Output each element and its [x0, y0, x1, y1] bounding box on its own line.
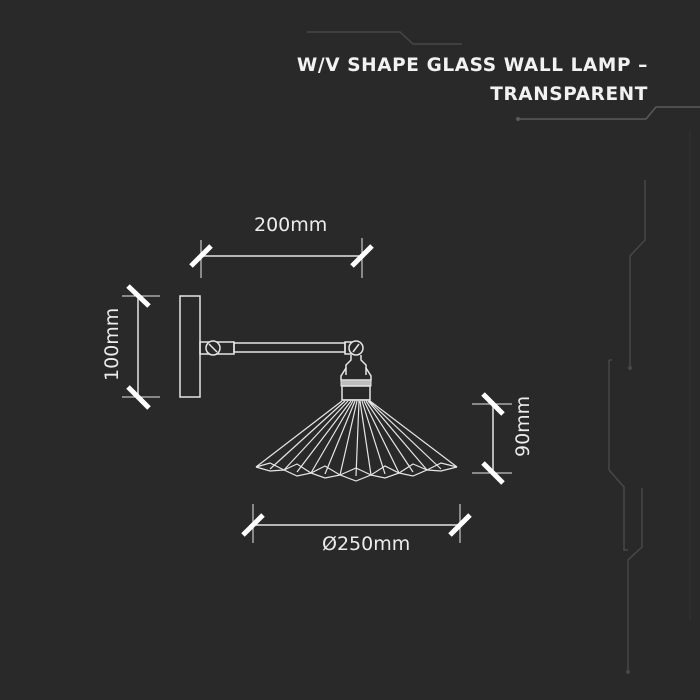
- product-title: W/V SHAPE GLASS WALL LAMP – TRANSPARENT: [297, 51, 648, 109]
- lamp-arm: [233, 342, 346, 353]
- product-title-line-2: TRANSPARENT: [490, 84, 648, 105]
- shade-diameter-label: Ø250mm: [322, 533, 411, 555]
- arm-length-label: 200mm: [254, 214, 328, 236]
- dimension-lines: [122, 238, 512, 543]
- product-title-line-1: W/V SHAPE GLASS WALL LAMP –: [296, 55, 648, 76]
- shade-height-label: 90mm: [512, 395, 534, 457]
- lamp-outline: [179, 295, 458, 482]
- decorative-circuit-lines: [307, 31, 700, 674]
- glass-shade: [255, 400, 458, 482]
- wall-backplate: [179, 295, 201, 398]
- backplate-height-label: 100mm: [101, 307, 123, 381]
